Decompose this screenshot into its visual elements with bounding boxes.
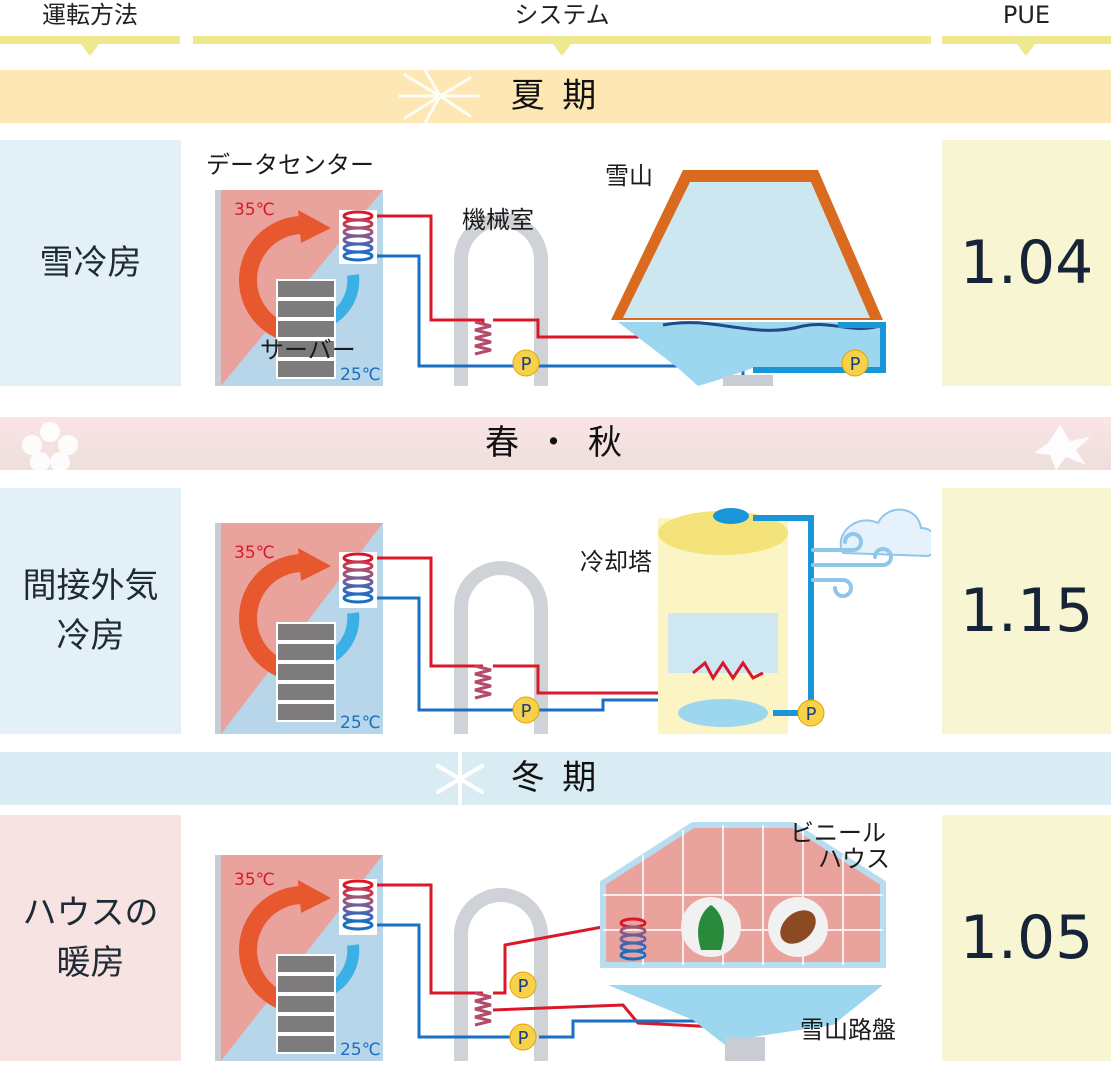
summer-diagram: P P (215, 170, 886, 386)
spring-autumn-pue: 1.15 (942, 488, 1111, 734)
winter-method-text: ハウスの 暖房 (22, 893, 159, 983)
label-cooling-tower: 冷却塔 (580, 548, 652, 576)
pump-label-5: P (518, 976, 529, 997)
sun-rays-icon (398, 70, 480, 123)
header-method: 運転方法 (42, 1, 138, 29)
wind-icon (811, 532, 893, 598)
pump-label-6: P (518, 1028, 529, 1049)
spring-autumn-method: 間接外気 冷房 (0, 488, 181, 734)
temp-cold-3: 25℃ (340, 1040, 381, 1060)
summer-pue: 1.04 (942, 140, 1111, 386)
temp-hot: 35℃ (234, 200, 275, 220)
summer-band: 夏 期 (0, 70, 1111, 123)
datacenter-box (215, 190, 383, 386)
pump-label: P (521, 354, 532, 375)
temp-cold-2: 25℃ (340, 713, 381, 733)
spring-autumn-title: 春 ・ 秋 (485, 424, 626, 462)
header-system-bar (193, 36, 931, 44)
winter-band: 冬 期 (0, 752, 1111, 805)
winter-title: 冬 期 (510, 759, 601, 797)
snowflake-icon (436, 752, 484, 805)
header-method-bar (0, 36, 180, 44)
header-system-arrow (553, 44, 571, 56)
pump-label-2: P (850, 354, 861, 375)
label-server: サーバー (260, 336, 356, 364)
spring-autumn-band: 春 ・ 秋 (0, 417, 1111, 470)
label-machine-room: 機械室 (462, 206, 534, 234)
pump-label-4: P (806, 704, 817, 725)
sakura-icon (22, 422, 1090, 470)
label-vinyl-house-2: ハウス (818, 845, 890, 873)
header-pue: PUE (1002, 1, 1051, 29)
pump-label-3: P (521, 701, 532, 722)
header-pue-arrow (1017, 44, 1035, 56)
temp-hot-3: 35℃ (234, 870, 275, 890)
spring-autumn-method-text: 間接外気 冷房 (22, 566, 159, 656)
winter-method: ハウスの 暖房 (0, 815, 181, 1061)
header-method-arrow (81, 44, 99, 56)
winter-diagram: P P (215, 822, 886, 1061)
label-datacenter: データセンター (206, 151, 374, 179)
temp-cold: 25℃ (340, 365, 381, 385)
header-system: システム (514, 1, 610, 29)
temp-hot-2: 35℃ (234, 543, 275, 563)
label-snow-mountain: 雪山 (605, 162, 653, 190)
summer-method: 雪冷房 (0, 140, 181, 386)
spring-autumn-diagram: P P (215, 508, 931, 734)
label-vinyl-house-1: ビニール (790, 819, 886, 847)
label-vinyl-house: ビニール ハウス (790, 820, 890, 872)
label-snow-bed: 雪山路盤 (800, 1016, 896, 1044)
winter-pue: 1.05 (942, 815, 1111, 1061)
cloud-icon (839, 508, 931, 558)
summer-title: 夏 期 (510, 77, 601, 115)
header-pue-bar (942, 36, 1111, 44)
